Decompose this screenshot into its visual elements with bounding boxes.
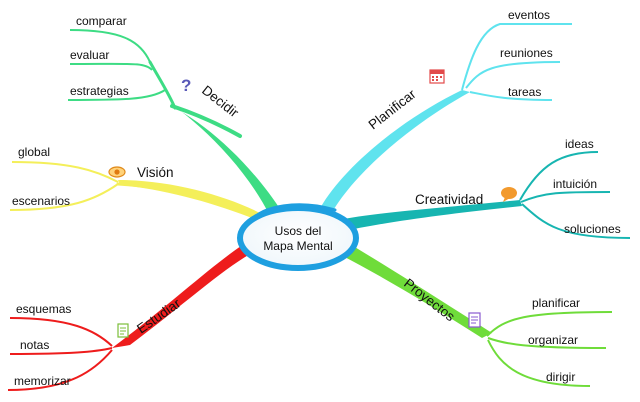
leaf-line-tareas — [469, 91, 553, 101]
leaf-evaluar[interactable]: evaluar — [70, 48, 109, 62]
leaf-line-eventos — [461, 23, 572, 91]
center-ring — [237, 205, 359, 271]
leaf-line-organizar — [487, 337, 607, 349]
branch-creatividad[interactable]: ideas intuición soluciones Creatividad — [338, 137, 631, 239]
leaf-ideas[interactable]: ideas — [565, 137, 594, 151]
leaf-line-estrategias — [67, 89, 166, 101]
leaf-global[interactable]: global — [18, 145, 50, 159]
leaf-intuicion[interactable]: intuición — [553, 177, 597, 191]
leaf-line-evaluar — [69, 62, 153, 71]
leaf-notas[interactable]: notas — [20, 338, 49, 352]
eye-icon — [108, 166, 126, 178]
leaf-line-dirigir — [487, 339, 591, 387]
branch-label-decidir[interactable]: Decidir — [199, 83, 242, 121]
leaf-organizar[interactable]: organizar — [528, 333, 578, 347]
branch-decidir-underline — [170, 104, 242, 138]
branch-label-creatividad[interactable]: Creatividad — [415, 192, 483, 207]
leaf-line-planificar-proy — [486, 311, 613, 337]
branch-label-proyectos[interactable]: Proyectos — [401, 276, 458, 325]
leaf-comparar[interactable]: comparar — [76, 14, 127, 28]
branch-label-vision[interactable]: Visión — [137, 165, 174, 180]
center-title-line1: Usos del — [275, 224, 322, 238]
leaf-line-soluciones — [521, 203, 631, 239]
branch-proyectos[interactable]: planificar organizar dirigir Proyectos — [335, 240, 613, 387]
checklist-icon — [468, 312, 481, 328]
leaf-line-reuniones — [465, 61, 561, 89]
leaf-eventos[interactable]: eventos — [508, 8, 550, 22]
branch-vision[interactable]: global escenarios Visión — [9, 145, 262, 222]
leaf-escenarios[interactable]: escenarios — [12, 194, 70, 208]
calendar-icon — [429, 69, 445, 84]
branch-creatividad-trunk — [338, 200, 522, 232]
leaf-line-intuicion — [520, 191, 611, 203]
branch-decidir-trunk — [170, 103, 282, 216]
leaf-line-notas — [9, 347, 113, 355]
branch-decidir-stem — [148, 60, 177, 110]
leaf-planificar[interactable]: planificar — [532, 296, 580, 310]
branch-label-estudiar[interactable]: Estudiar — [134, 295, 184, 336]
leaf-line-global — [11, 161, 119, 183]
center-title-line2: Mapa Mental — [263, 239, 332, 253]
center-ring-swoosh — [248, 203, 337, 224]
leaf-tareas[interactable]: tareas — [508, 85, 541, 99]
center-node[interactable]: Usos del Mapa Mental — [237, 203, 359, 271]
branch-estudiar[interactable]: esquemas notas memorizar Estudiar — [7, 240, 262, 391]
branch-proyectos-trunk — [335, 240, 492, 338]
leaf-soluciones[interactable]: soluciones — [564, 222, 621, 236]
speech-bubble-icon — [501, 187, 517, 202]
leaf-line-escenarios — [9, 183, 119, 211]
leaf-reuniones[interactable]: reuniones — [500, 46, 553, 60]
branch-vision-underline — [116, 182, 192, 196]
leaf-line-esquemas — [9, 317, 113, 347]
leaf-esquemas[interactable]: esquemas — [16, 302, 71, 316]
leaf-line-comparar — [69, 29, 151, 63]
leaf-line-memorizar — [7, 349, 113, 391]
branch-planificar[interactable]: eventos reuniones tareas Planificar — [318, 8, 572, 216]
notes-icon — [117, 323, 129, 338]
question-mark-icon: ? — [181, 76, 191, 95]
leaf-dirigir[interactable]: dirigir — [546, 370, 575, 384]
leaf-estrategias[interactable]: estrategias — [70, 84, 129, 98]
branch-estudiar-trunk — [112, 240, 262, 348]
branch-planificar-trunk — [318, 90, 470, 216]
leaf-line-ideas — [519, 151, 599, 201]
leaf-memorizar[interactable]: memorizar — [14, 374, 71, 388]
